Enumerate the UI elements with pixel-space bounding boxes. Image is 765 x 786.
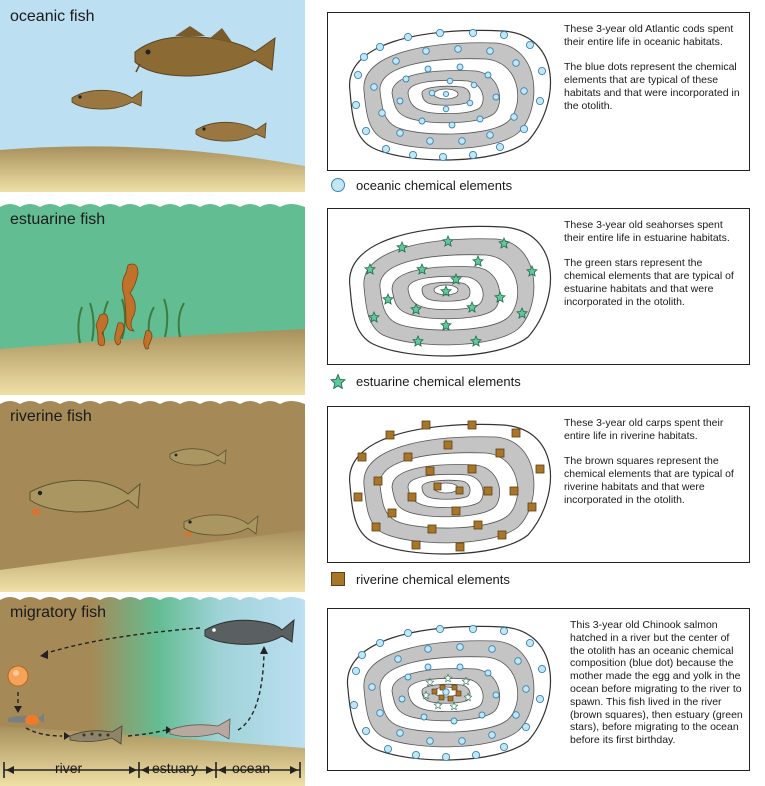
oceanic-otolith-box: These 3-year old Atlantic cods spent the… xyxy=(327,12,750,171)
salmon-egg xyxy=(7,665,29,687)
salmon-parr xyxy=(69,725,123,745)
oceanic-scene-art xyxy=(0,0,305,192)
carp-small-bottom xyxy=(183,514,259,536)
riverine-otolith-diagram xyxy=(349,420,552,555)
riverine-scene-art xyxy=(0,401,305,592)
green-star-markers xyxy=(364,234,538,347)
green-star-icon xyxy=(330,373,346,389)
migration-arrowheads xyxy=(14,646,268,740)
estuarine-otolith-box: These 3-year old seahorses spent their e… xyxy=(327,208,750,365)
adult-salmon xyxy=(204,618,295,645)
oceanic-otolith-diagram xyxy=(349,28,552,162)
axis-label-estuary: estuary xyxy=(152,760,198,776)
estuarine-description-intro: These 3-year old seahorses spent their e… xyxy=(564,219,730,244)
axis-label-river: river xyxy=(55,760,83,776)
oceanic-legend-label: oceanic chemical elements xyxy=(356,177,513,193)
river-bed xyxy=(0,530,305,592)
riverine-fish-label: riverine fish xyxy=(10,408,92,425)
riverine-description: These 3-year old carps spent their entir… xyxy=(564,417,744,519)
otolith-core-blue-dot xyxy=(442,688,450,696)
riverine-scene: riverine fish xyxy=(0,400,305,592)
estuarine-legend-label: estuarine chemical elements xyxy=(356,373,521,389)
oceanic-description-intro: These 3-year old Atlantic cods spent the… xyxy=(564,23,734,48)
migratory-scene: migratory fish xyxy=(0,596,305,786)
estuarine-scene-art xyxy=(0,204,305,395)
oceanic-description: These 3-year old Atlantic cods spent the… xyxy=(564,23,744,125)
migratory-brown-squares xyxy=(431,684,462,702)
riverine-description-intro: These 3-year old carps spent their entir… xyxy=(564,417,724,442)
riverine-legend-label: riverine chemical elements xyxy=(356,571,510,587)
brown-square-markers xyxy=(353,420,545,552)
blue-dot-icon xyxy=(331,178,345,192)
seahorses xyxy=(95,263,153,350)
migratory-description-text: This 3-year old Chinook salmon hatched i… xyxy=(570,619,743,747)
oceanic-description-detail: The blue dots represent the chemical ele… xyxy=(564,61,740,112)
estuary-bed xyxy=(0,329,305,395)
salmon-smolt xyxy=(169,718,231,740)
atlantic-cod-small-right xyxy=(195,121,267,142)
carp-small-top xyxy=(169,448,227,466)
brown-square-icon xyxy=(331,572,345,586)
oceanic-fish-label: oceanic fish xyxy=(10,8,95,25)
migratory-green-stars xyxy=(421,673,473,711)
salmon-alevin xyxy=(8,713,44,725)
blue-dot-markers xyxy=(351,28,547,162)
axis-label-ocean: ocean xyxy=(232,760,271,776)
riverine-legend: riverine chemical elements xyxy=(330,570,510,588)
habitat-axis xyxy=(3,762,301,778)
migratory-blue-dots xyxy=(349,624,547,762)
oceanic-scene: oceanic fish xyxy=(0,0,305,192)
riverine-otolith-box: These 3-year old carps spent their entir… xyxy=(327,406,750,563)
atlantic-cod-large xyxy=(134,26,276,77)
seabed xyxy=(0,146,305,192)
estuarine-fish-label: estuarine fish xyxy=(10,211,106,228)
riverine-description-detail: The brown squares represent the chemical… xyxy=(564,455,734,506)
migratory-fish-label: migratory fish xyxy=(10,604,107,621)
estuarine-description: These 3-year old seahorses spent their e… xyxy=(564,219,744,321)
estuarine-otolith-diagram xyxy=(349,225,552,357)
migratory-otolith-diagram xyxy=(346,624,552,762)
migratory-otolith-box: This 3-year old Chinook salmon hatched i… xyxy=(327,608,750,771)
migratory-description: This 3-year old Chinook salmon hatched i… xyxy=(570,619,746,759)
estuarine-description-detail: The green stars represent the chemical e… xyxy=(564,257,734,308)
estuarine-scene: estuarine fish xyxy=(0,203,305,395)
atlantic-cod-small-left xyxy=(71,89,143,110)
oceanic-legend: oceanic chemical elements xyxy=(330,176,512,194)
migration-path xyxy=(17,627,265,737)
estuarine-legend: estuarine chemical elements xyxy=(330,372,521,390)
carp-large xyxy=(29,479,141,515)
migratory-scene-art xyxy=(0,597,305,786)
